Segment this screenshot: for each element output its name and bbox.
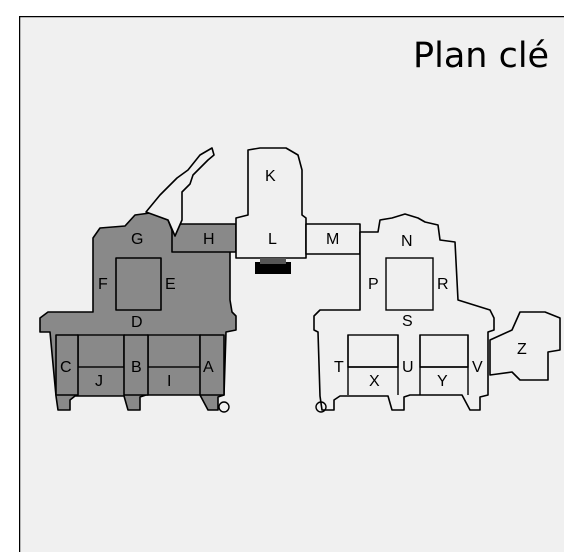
label-s: S [402, 313, 413, 330]
label-a: A [203, 359, 214, 376]
left-courtyard [115, 257, 162, 311]
entrance-steps [255, 262, 291, 274]
plan-title: Plan clé [413, 36, 549, 76]
label-d: D [131, 314, 143, 331]
label-f: F [98, 276, 108, 293]
label-n: N [401, 233, 413, 250]
label-k: K [265, 168, 276, 185]
right-courtyard [385, 257, 434, 311]
label-r: R [437, 276, 449, 293]
label-z: Z [517, 341, 527, 358]
label-j: J [95, 373, 103, 390]
bar-a [199, 334, 225, 396]
label-g: G [131, 231, 143, 248]
label-c: C [60, 359, 72, 376]
left-stair-loop [218, 401, 230, 413]
label-x: X [369, 373, 380, 390]
key-plan-diagram: Plan clé [19, 16, 564, 552]
label-u: U [402, 359, 414, 376]
central-block [235, 147, 307, 259]
label-v: V [472, 359, 483, 376]
label-e: E [165, 276, 176, 293]
north-diagonal-wing [145, 147, 215, 237]
right-wing [313, 213, 495, 411]
bar-c [55, 334, 79, 396]
label-i: I [167, 373, 171, 390]
corridor-m [305, 223, 361, 255]
label-h: H [203, 231, 215, 248]
label-p: P [368, 276, 379, 293]
key-plan-frame: Plan clé [19, 16, 564, 552]
label-m: M [326, 231, 339, 248]
right-stair-loop [315, 401, 327, 413]
label-y: Y [437, 373, 448, 390]
label-t: T [334, 359, 344, 376]
bar-b [123, 334, 149, 396]
entrance-porch [260, 258, 286, 264]
annex-z [489, 311, 561, 381]
label-b: B [131, 359, 142, 376]
label-l: L [268, 231, 277, 248]
